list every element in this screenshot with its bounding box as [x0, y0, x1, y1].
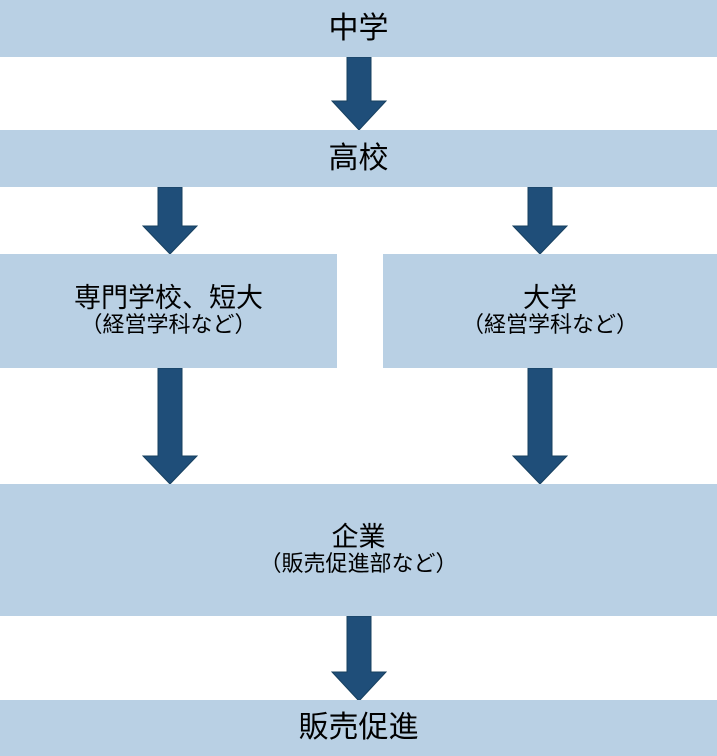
node-university-subtitle: （経営学科など）	[461, 312, 638, 338]
edge-high-school-to-vocational	[142, 187, 198, 255]
edge-high-school-to-university	[512, 187, 568, 255]
edge-university-to-company	[512, 368, 568, 485]
node-company[interactable]: 企業 （販売促進部など）	[0, 484, 717, 616]
edge-vocational-to-company	[142, 368, 198, 485]
node-vocational-junior-college[interactable]: 専門学校、短大 （経営学科など）	[0, 254, 337, 368]
node-junior-high-title: 中学	[328, 10, 389, 46]
node-sales-promotion-title: 販売促進	[298, 710, 419, 746]
node-high-school-title: 高校	[328, 140, 389, 176]
node-high-school[interactable]: 高校	[0, 130, 717, 187]
node-university[interactable]: 大学 （経営学科など）	[383, 254, 717, 368]
node-company-subtitle: （販売促進部など）	[259, 551, 458, 577]
node-university-title: 大学	[523, 282, 577, 314]
node-sales-promotion[interactable]: 販売促進	[0, 700, 717, 756]
edge-junior-high-to-high-school	[331, 57, 387, 131]
edge-company-to-sales-promotion	[331, 616, 387, 702]
node-junior-high[interactable]: 中学	[0, 0, 717, 57]
node-vocational-junior-college-subtitle: （経営学科など）	[80, 312, 257, 338]
node-vocational-junior-college-title: 専門学校、短大	[74, 282, 263, 314]
node-company-title: 企業	[331, 521, 386, 553]
